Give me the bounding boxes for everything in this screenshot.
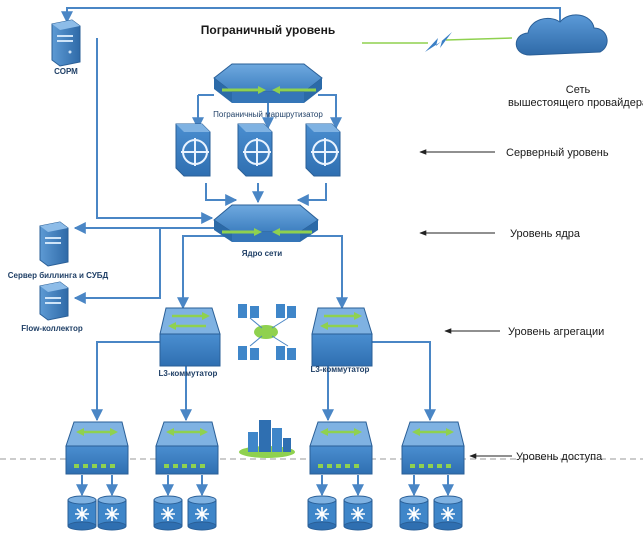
level-pointers	[419, 149, 512, 459]
level-access-label: Уровень доступа	[516, 451, 603, 463]
offices-cluster-icon	[238, 304, 296, 360]
l3-switch-right-icon	[311, 307, 373, 367]
end-device-icon	[97, 495, 127, 531]
access-switch-1-icon	[65, 421, 129, 475]
billing-server-icon	[39, 221, 69, 267]
level-server-label: Серверный уровень	[506, 147, 609, 159]
end-device-icon	[399, 495, 429, 531]
end-device-icon	[187, 495, 217, 531]
border-level-title: Пограничный уровень	[201, 23, 335, 37]
server-switch-mid-icon	[237, 123, 273, 177]
end-device-icon	[343, 495, 373, 531]
level-aggregation-label: Уровень агрегации	[508, 326, 604, 338]
flow-collector-icon	[39, 281, 69, 321]
l3-right-label: L3-коммутатор	[311, 365, 370, 374]
access-switch-3-icon	[309, 421, 373, 475]
level-core-label: Уровень ядра	[510, 228, 581, 240]
link-sorm-provider	[66, 7, 561, 22]
end-devices	[67, 495, 463, 531]
server-switch-left-icon	[175, 123, 211, 177]
link-l3l-acc1	[91, 341, 160, 422]
access-switch-2-icon	[155, 421, 219, 475]
end-device-icon	[153, 495, 183, 531]
links	[61, 7, 561, 497]
link-core-l3-right	[300, 235, 348, 310]
sorm-server-icon	[51, 19, 81, 67]
border-router-icon	[213, 63, 323, 103]
end-device-icon	[307, 495, 337, 531]
access-switch-4-icon	[401, 421, 465, 475]
link-core-l3-left	[177, 235, 230, 310]
border-router-label: Пограничный маршрутизатор	[213, 110, 323, 119]
end-device-icon	[433, 495, 463, 531]
provider-cloud-icon	[515, 14, 608, 56]
link-core-flow	[73, 228, 161, 304]
lightning-link-icon	[362, 32, 513, 52]
link-server-left-core	[205, 183, 238, 206]
link-sorm-core	[96, 38, 214, 224]
core-network-icon	[213, 204, 319, 242]
provider-label-line2: вышестоящего провайдера	[508, 97, 643, 109]
city-buildings-icon	[239, 420, 295, 458]
core-network-label: Ядро сети	[242, 249, 283, 258]
link-l3r-acc4	[372, 341, 436, 422]
link-router-server-right	[318, 94, 342, 130]
l3-left-label: L3-коммутатор	[159, 369, 218, 378]
end-device-icon	[67, 495, 97, 531]
link-server-right-core	[296, 183, 327, 206]
sorm-label: СОРМ	[54, 67, 78, 76]
billing-label: Сервер биллинга и СУБД	[8, 271, 109, 280]
provider-label-line1: Сеть	[566, 84, 591, 96]
server-switch-right-icon	[305, 123, 341, 177]
flow-label: Flow-коллектор	[21, 324, 83, 333]
l3-switch-left-icon	[159, 307, 221, 367]
